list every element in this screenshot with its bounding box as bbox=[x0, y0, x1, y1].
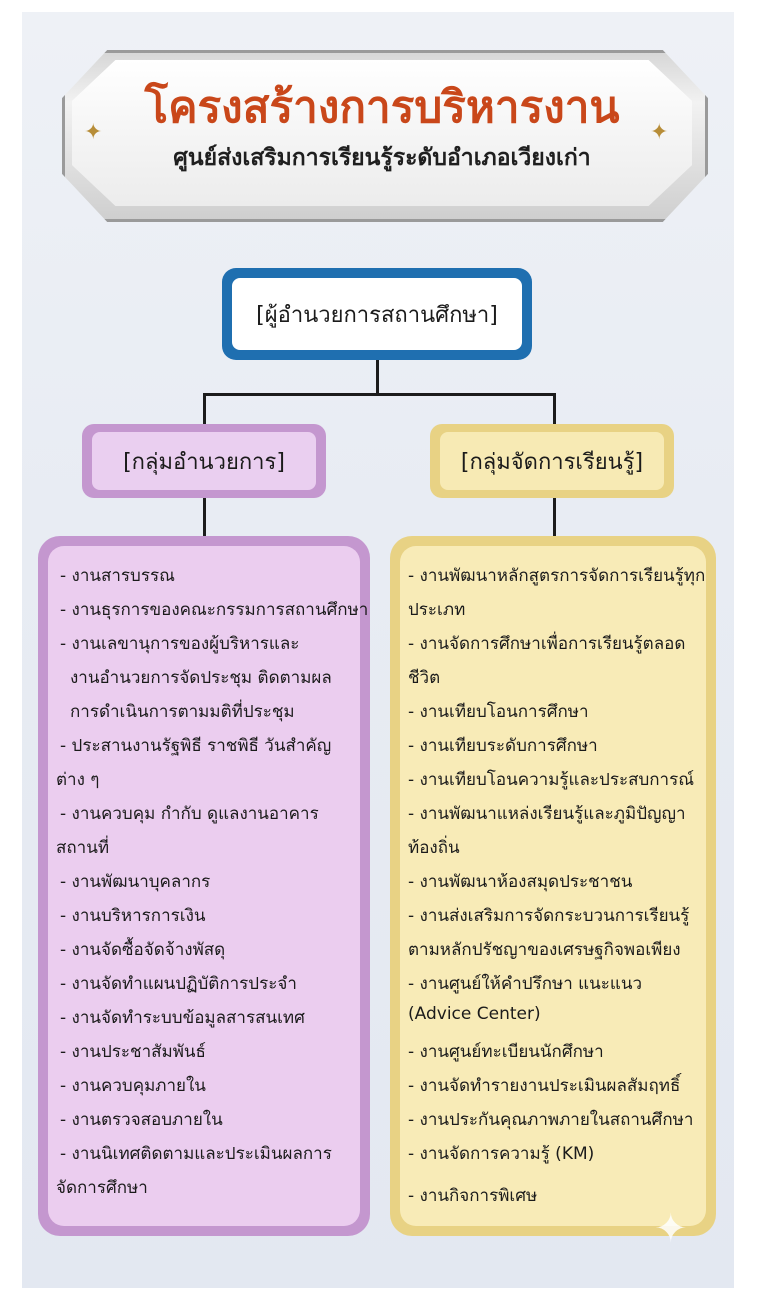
list-item: - งานจัดทำระบบข้อมูลสารสนเทศ bbox=[60, 1008, 305, 1028]
list-item: ชีวิต bbox=[408, 668, 441, 688]
list-item: - งานส่งเสริมการจัดกระบวนการเรียนรู้ bbox=[408, 906, 690, 926]
title-banner bbox=[72, 60, 692, 206]
director-node: [ผู้อำนวยการสถานศึกษา] bbox=[232, 278, 522, 350]
sparkle-icon: ✦ bbox=[654, 1206, 688, 1252]
list-item: ประเภท bbox=[408, 600, 466, 620]
connector-line bbox=[553, 497, 556, 537]
list-item: - งานจัดทำแผนปฏิบัติการประจำ bbox=[60, 974, 297, 994]
learning-tasks-panel bbox=[400, 546, 706, 1226]
list-item: - งานตรวจสอบภายใน bbox=[60, 1110, 223, 1130]
list-item: - งานธุรการของคณะกรรมการสถานศึกษา bbox=[60, 600, 369, 620]
list-item: - งานพัฒนาหลักสูตรการจัดการเรียนรู้ทุก bbox=[408, 566, 706, 586]
admin-group-node: [กลุ่มอำนวยการ] bbox=[92, 432, 316, 490]
learning-group-node: [กลุ่มจัดการเรียนรู้] bbox=[440, 432, 664, 490]
connector-line bbox=[203, 393, 556, 396]
list-item: - งานนิเทศติดตามและประเมินผลการ bbox=[60, 1144, 332, 1164]
list-item: - งานเทียบโอนความรู้และประสบการณ์ bbox=[408, 770, 695, 790]
list-item: - งานควบคุม กำกับ ดูแลงานอาคาร bbox=[60, 804, 319, 824]
diagram-subtitle: ศูนย์ส่งเสริมการเรียนรู้ระดับอำเภอเวียงเ… bbox=[173, 145, 591, 171]
list-item: - งานจัดซื้อจัดจ้างพัสดุ bbox=[60, 940, 226, 960]
sparkle-icon: ✦ bbox=[650, 120, 669, 145]
list-item: ท้องถิ่น bbox=[408, 838, 460, 858]
sparkle-icon: ✦ bbox=[84, 120, 103, 145]
list-item: - งานเทียบโอนการศึกษา bbox=[408, 702, 589, 722]
list-item: สถานที่ bbox=[56, 838, 110, 858]
list-item: - งานพัฒนาห้องสมุดประชาชน bbox=[408, 872, 633, 892]
list-item: การดำเนินการตามมติที่ประชุม bbox=[70, 702, 295, 722]
list-item: - งานควบคุมภายใน bbox=[60, 1076, 206, 1096]
connector-line bbox=[203, 393, 206, 425]
list-item: - งานเลขานุการของผู้บริหารและ bbox=[60, 634, 300, 654]
admin-tasks-panel bbox=[48, 546, 360, 1226]
list-item: - ประสานงานรัฐพิธี ราชพิธี วันสำคัญ bbox=[60, 736, 332, 756]
list-item: - งานศูนย์ทะเบียนนักศึกษา bbox=[408, 1042, 604, 1062]
connector-line bbox=[203, 497, 206, 537]
list-item: - งานพัฒนาแหล่งเรียนรู้และภูมิปัญญา bbox=[408, 804, 686, 824]
list-item: - งานสารบรรณ bbox=[60, 566, 175, 586]
list-item: ตามหลักปรัชญาของเศรษฐกิจพอเพียง bbox=[408, 940, 681, 960]
connector-line bbox=[553, 393, 556, 425]
list-item: - งานศูนย์ให้คำปรึกษา แนะแนว bbox=[408, 974, 643, 994]
list-item: - งานจัดการความรู้ (KM) bbox=[408, 1144, 595, 1164]
list-item: งานอำนวยการจัดประชุม ติดตามผล bbox=[70, 668, 332, 688]
list-item: - งานประกันคุณภาพภายในสถานศึกษา bbox=[408, 1110, 694, 1130]
list-item: - งานพัฒนาบุคลากร bbox=[60, 872, 211, 892]
diagram-title: โครงสร้างการบริหารงาน bbox=[144, 82, 620, 133]
list-item: - งานจัดการศึกษาเพื่อการเรียนรู้ตลอด bbox=[408, 634, 686, 654]
connector-line bbox=[376, 360, 379, 394]
list-item: - งานกิจการพิเศษ bbox=[408, 1186, 538, 1206]
list-item: - งานจัดทำรายงานประเมินผลสัมฤทธิ์ bbox=[408, 1076, 681, 1096]
list-item: - งานประชาสัมพันธ์ bbox=[60, 1042, 206, 1062]
list-item: - งานบริหารการเงิน bbox=[60, 906, 206, 926]
list-item: ต่าง ๆ bbox=[56, 770, 100, 790]
list-item: (Advice Center) bbox=[408, 1004, 541, 1024]
list-item: จัดการศึกษา bbox=[56, 1178, 148, 1198]
list-item: - งานเทียบระดับการศึกษา bbox=[408, 736, 598, 756]
